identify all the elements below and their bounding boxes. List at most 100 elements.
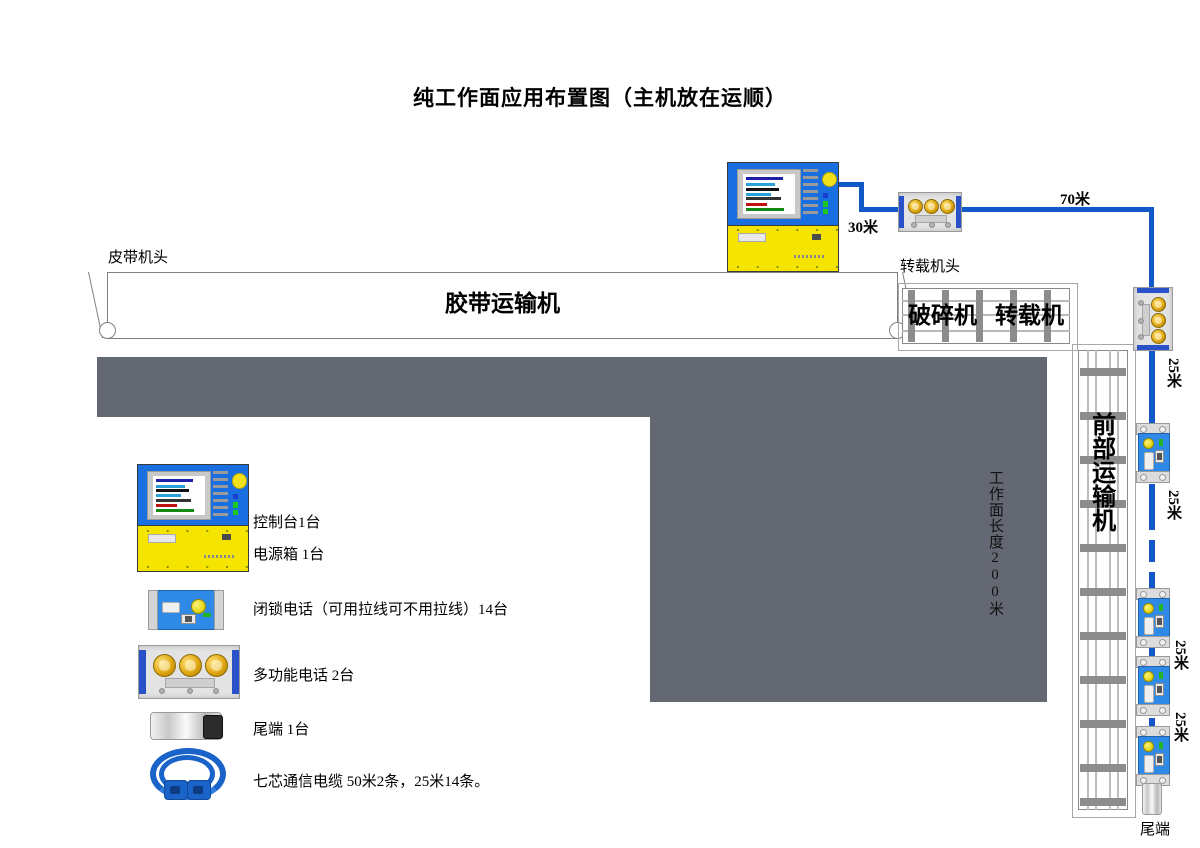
legend-phone-body [154, 590, 220, 630]
phone-led-icon [1159, 604, 1163, 611]
phone-display [1155, 615, 1164, 628]
cable-bend-to-phone [859, 207, 901, 212]
console-keypad[interactable] [802, 169, 819, 218]
cable-corner-down [1149, 207, 1154, 293]
phone-bracket-bottom [1136, 636, 1170, 648]
phone-dial-3[interactable] [1151, 329, 1166, 344]
cable-length-25m-3: 25米 [1172, 640, 1188, 670]
legend-power-box-top-dots [138, 529, 248, 534]
phone-screw [911, 222, 917, 228]
front-conveyor-rung [1080, 588, 1126, 596]
phone-knob-icon[interactable] [1143, 438, 1154, 449]
phone-body [1138, 598, 1170, 640]
front-conveyor-rung [1080, 368, 1126, 376]
working-face-top-bar [97, 357, 1047, 417]
legend-mf-dial-3 [205, 654, 228, 677]
interlock-phone-4[interactable] [1136, 726, 1170, 786]
phone-dial-2[interactable] [1151, 313, 1166, 328]
phone-display [1155, 683, 1164, 696]
phone-dial-1[interactable] [1151, 297, 1166, 312]
front-conveyor-rail [1109, 350, 1111, 810]
cable-length-25m-2: 25米 [1165, 490, 1181, 520]
phone-screw [929, 222, 935, 228]
phone-handset-icon[interactable] [1144, 685, 1154, 703]
legend-console-keypad [212, 471, 229, 519]
legend-mf-dial-2 [179, 654, 202, 677]
legend-phone-handset-icon [162, 602, 180, 613]
phone-body [1138, 736, 1170, 778]
phone-handset-icon[interactable] [1144, 755, 1154, 773]
working-face-body [650, 415, 1047, 702]
machine-rail-top [902, 300, 1070, 302]
phone-led-icon [1159, 742, 1163, 749]
power-box-bottom-dots [728, 265, 838, 270]
console-led-green-2 [822, 208, 829, 215]
phone-side-rail-right [956, 196, 961, 228]
front-conveyor-frame [1078, 350, 1128, 810]
legend-label-terminal: 尾端 1台 [253, 722, 310, 738]
terminal-device-diagram [1142, 783, 1162, 815]
phone-knob-icon[interactable] [1143, 603, 1154, 614]
cable-phone-to-corner [958, 207, 1154, 212]
legend-icon-terminal [150, 712, 223, 740]
belt-conveyor-label: 胶带运输机 [445, 291, 560, 316]
front-conveyor-rung [1080, 720, 1126, 728]
phone-display [1155, 450, 1164, 463]
phone-bracket-bottom [1136, 704, 1170, 716]
cable-segment-2 [1149, 484, 1155, 510]
phone-dial-1[interactable] [908, 199, 923, 214]
crusher-transfer-machine [902, 288, 1070, 344]
legend-power-box-plate [147, 533, 177, 543]
phone-side-rail-left [899, 196, 904, 228]
page-title: 纯工作面应用布置图（主机放在运顺） [413, 86, 787, 110]
multifunction-phone-right[interactable] [1133, 287, 1173, 351]
phone-body [1138, 433, 1170, 475]
front-conveyor-outline [1072, 344, 1136, 818]
interlock-phone-1[interactable] [1136, 423, 1170, 483]
belt-lower-deck [107, 320, 898, 339]
phone-side-rail-top [1137, 288, 1169, 293]
belt-upper-deck [107, 272, 898, 322]
phone-knob-icon[interactable] [1143, 741, 1154, 752]
phone-dial-3[interactable] [940, 199, 955, 214]
console-knob-icon[interactable] [821, 171, 837, 187]
front-conveyor-rung [1080, 798, 1126, 806]
phone-screw [1138, 318, 1144, 324]
belt-conveyor: 胶带运输机 [87, 272, 918, 344]
phone-screw [945, 222, 951, 228]
legend-mf-nameplate [165, 678, 215, 688]
phone-screw [1138, 300, 1144, 306]
multifunction-phone-top[interactable] [898, 192, 962, 232]
phone-handset-icon[interactable] [1144, 452, 1154, 470]
cable-length-70m: 70米 [1060, 192, 1091, 208]
legend-power-box-strip [204, 554, 235, 559]
front-conveyor-rung [1080, 500, 1126, 508]
front-conveyor-rung [1080, 632, 1126, 640]
power-box-top-dots [728, 228, 838, 233]
legend-mf-screw [159, 688, 165, 694]
interlock-phone-2[interactable] [1136, 588, 1170, 648]
phone-dial-2[interactable] [924, 199, 939, 214]
legend-console-led-green-1 [232, 502, 239, 508]
console-upper-panel [728, 163, 838, 225]
cable-segment-2-dashed [1149, 508, 1155, 590]
legend-mf-dial-1 [153, 654, 176, 677]
legend-mf-rail-left [139, 650, 146, 694]
machine-rail-mid [902, 314, 1070, 316]
cable-length-25m-4: 25米 [1172, 712, 1188, 742]
phone-screw [1138, 334, 1144, 340]
power-box-strip [794, 254, 825, 258]
legend-console-knob-icon [231, 473, 247, 489]
legend-icon-interlock-phone [148, 590, 224, 630]
legend-power-box-panel [138, 525, 248, 571]
phone-knob-icon[interactable] [1143, 671, 1154, 682]
phone-handset-icon[interactable] [1144, 617, 1154, 635]
interlock-phone-3[interactable] [1136, 656, 1170, 716]
control-console-main[interactable] [727, 162, 839, 272]
legend-power-box-socket-icon [221, 534, 232, 541]
front-conveyor-rail [1087, 350, 1089, 810]
machine-frame [902, 288, 1070, 344]
legend-console-screen-content [152, 475, 206, 516]
cable-length-30m: 30米 [848, 220, 879, 236]
